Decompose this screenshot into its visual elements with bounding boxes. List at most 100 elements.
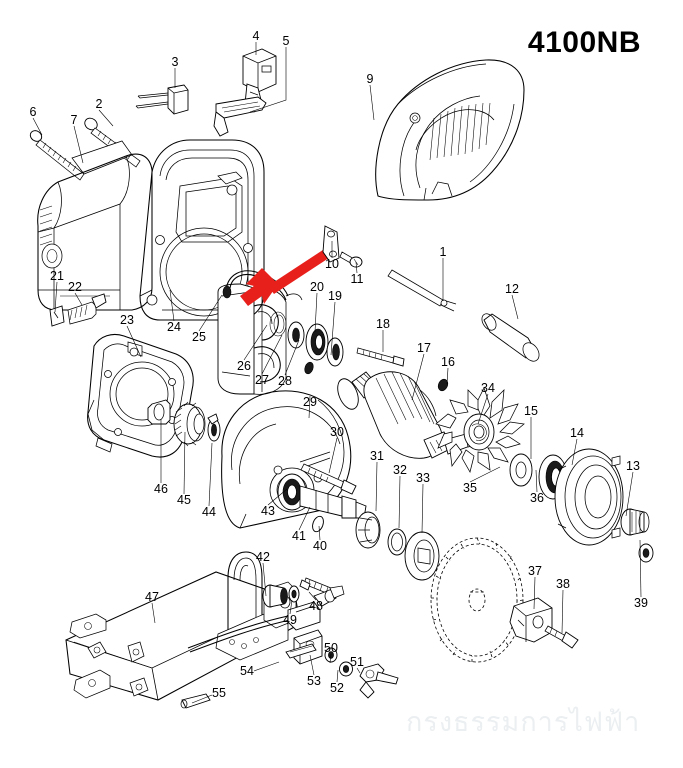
part-base-plate <box>65 571 301 701</box>
part-brush-cap <box>213 96 267 137</box>
part-number-4: 4 <box>252 28 260 43</box>
part-number-48: 48 <box>309 598 323 613</box>
part-lever-10 <box>322 225 340 263</box>
part-number-33: 33 <box>416 470 430 485</box>
part-number-36: 36 <box>530 490 544 505</box>
leader-lines <box>32 42 642 704</box>
part-number-44: 44 <box>202 504 216 519</box>
part-number-53: 53 <box>307 673 321 688</box>
part-motor-housing <box>37 153 153 311</box>
part-number-49: 49 <box>283 612 297 627</box>
part-number-19: 19 <box>328 288 342 303</box>
red-callout-arrow <box>240 244 338 306</box>
part-number-3: 3 <box>171 54 179 69</box>
part-bracket-42 <box>215 551 297 661</box>
part-key-16 <box>437 378 449 392</box>
part-flange-12 <box>481 313 540 362</box>
part-number-39: 39 <box>634 595 648 610</box>
part-number-40: 40 <box>313 538 327 553</box>
part-number-7: 7 <box>70 112 78 127</box>
part-number-43: 43 <box>261 503 275 518</box>
part-washer-49 <box>288 585 300 603</box>
part-number-28: 28 <box>278 373 292 388</box>
part-number-9: 9 <box>366 71 374 86</box>
part-number-22: 22 <box>68 279 82 294</box>
part-screw-30 <box>300 463 357 495</box>
part-screw-18 <box>356 347 405 367</box>
watermark-text: กรงธรรมการไฟฟ้า <box>406 707 641 738</box>
part-number-17: 17 <box>417 340 431 355</box>
part-33 <box>404 531 440 581</box>
part-number-32: 32 <box>393 462 407 477</box>
part-number-31: 31 <box>370 448 384 463</box>
part-number-20: 20 <box>310 279 324 294</box>
part-number-27: 27 <box>255 372 269 387</box>
part-number-52: 52 <box>330 680 344 695</box>
part-number-21: 21 <box>50 268 64 283</box>
part-nut-39 <box>638 543 654 563</box>
part-washer-27 <box>287 321 305 349</box>
part-knob-51 <box>359 663 399 699</box>
part-fan <box>435 387 525 473</box>
part-key-40 <box>312 515 324 533</box>
part-number-13: 13 <box>626 458 640 473</box>
part-number-10: 10 <box>325 256 339 271</box>
part-37 <box>509 597 553 643</box>
part-number-24: 24 <box>167 319 181 334</box>
part-number-50: 50 <box>324 640 338 655</box>
part-spiral-gear-45 <box>173 401 206 447</box>
part-spindle-41 <box>299 485 367 519</box>
part-washer-35 <box>509 453 533 487</box>
part-bushing <box>262 584 288 608</box>
part-screw-11 <box>339 251 363 268</box>
part-bolt-21 <box>49 305 65 327</box>
part-number-41: 41 <box>292 528 306 543</box>
part-handle-housing <box>375 59 525 201</box>
part-pinion-13 <box>620 508 650 536</box>
part-number-16: 16 <box>441 354 455 369</box>
part-spacer-46 <box>147 399 171 425</box>
part-number-26: 26 <box>237 358 251 373</box>
part-pin-29 <box>304 361 314 375</box>
part-number-45: 45 <box>177 492 191 507</box>
part-ring-26 <box>269 311 287 337</box>
part-number-18: 18 <box>376 316 390 331</box>
part-number-37: 37 <box>528 563 542 578</box>
part-number-6: 6 <box>29 104 37 119</box>
part-number-51: 51 <box>350 654 364 669</box>
part-number-12: 12 <box>505 281 519 296</box>
part-number-35: 35 <box>463 480 477 495</box>
part-number-25: 25 <box>192 329 206 344</box>
part-armature <box>337 371 481 459</box>
part-bearing-20 <box>305 323 329 361</box>
part-number-15: 15 <box>524 403 538 418</box>
part-bolt-22 <box>67 293 107 325</box>
part-number-42: 42 <box>256 549 270 564</box>
part-bearing-43 <box>277 473 307 511</box>
part-number-34: 34 <box>481 380 495 395</box>
part-switch <box>135 84 189 115</box>
part-name-plate <box>71 140 133 175</box>
part-oring-32 <box>387 528 407 556</box>
part-shaft-1 <box>387 269 457 312</box>
part-31 <box>355 511 381 549</box>
part-screw-6 <box>29 130 85 181</box>
part-cord-assembly <box>187 585 345 653</box>
part-washer-52 <box>339 661 353 677</box>
part-number-55: 55 <box>212 685 226 700</box>
part-number-1: 1 <box>439 244 447 259</box>
part-number-54: 54 <box>240 663 254 678</box>
part-number-46: 46 <box>154 481 168 496</box>
part-number-47: 47 <box>145 589 159 604</box>
page-title: 4100NB <box>527 26 641 59</box>
part-screw-38 <box>544 625 579 649</box>
part-number-30: 30 <box>330 424 344 439</box>
part-number-2: 2 <box>95 96 103 111</box>
part-washer-19 <box>326 337 344 367</box>
part-number-23: 23 <box>120 312 134 327</box>
part-washer-44 <box>207 413 221 442</box>
part-pin-55 <box>180 693 211 709</box>
part-number-14: 14 <box>570 425 584 440</box>
